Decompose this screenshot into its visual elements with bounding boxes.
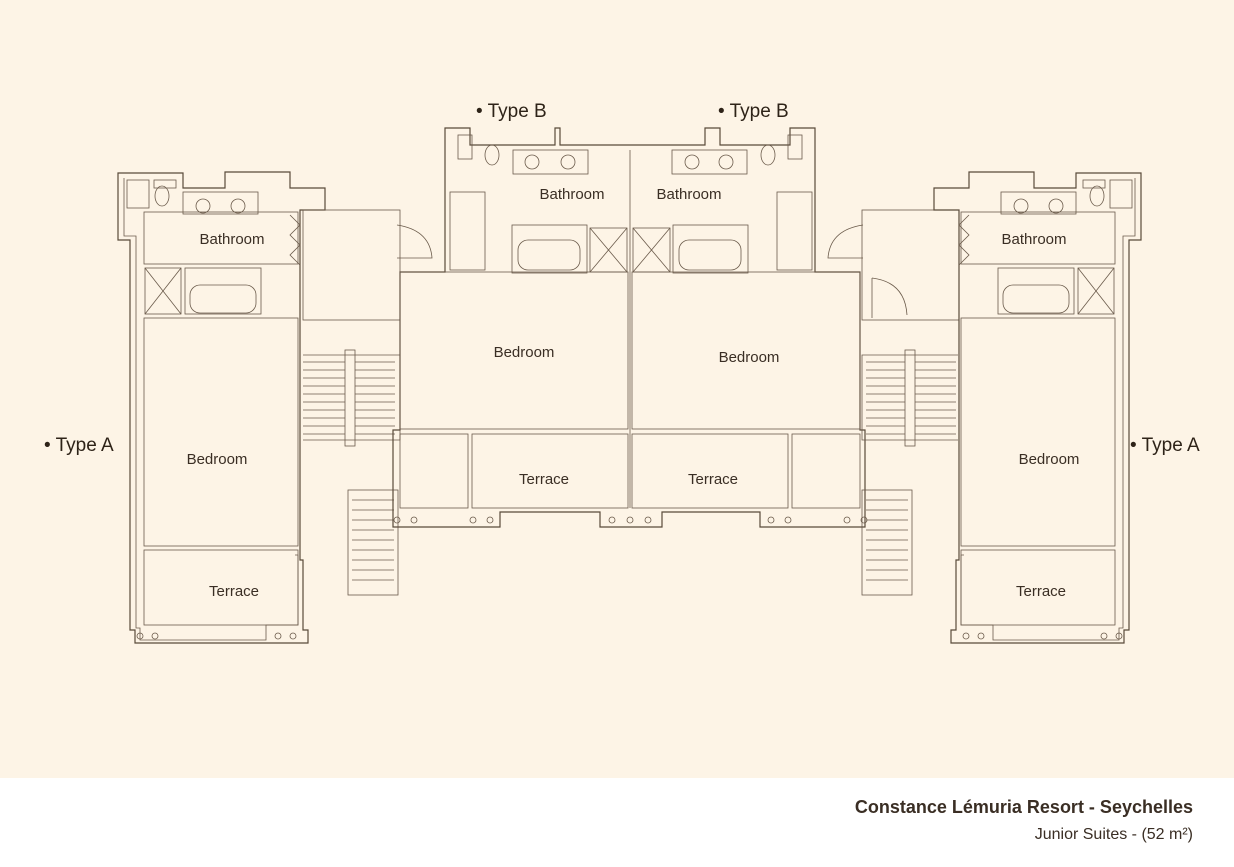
center-right-terrace-room <box>631 433 789 509</box>
left-bathroom-room <box>143 211 299 265</box>
right-bathroom-room <box>960 211 1116 265</box>
right-bedroom-label: Bedroom <box>1019 451 1080 468</box>
left-bedroom-room <box>143 317 299 547</box>
left-terrace-label: Terrace <box>209 583 259 600</box>
center-left-bathroom-label: Bathroom <box>539 186 604 203</box>
center-left-bedroom-label: Bedroom <box>494 344 555 361</box>
left-bathroom-label: Bathroom <box>199 231 264 248</box>
floor-plan-area: Bathroom Bedroom Terrace Bathroom Bathro… <box>0 0 1234 778</box>
center-left-bedroom-room <box>399 271 629 430</box>
type-b-left-label: • Type B <box>476 101 547 122</box>
center-right-bathroom-label: Bathroom <box>656 186 721 203</box>
resort-title: Constance Lémuria Resort - Seychelles <box>854 797 1193 817</box>
suite-subtitle: Junior Suites - (52 m²) <box>1034 826 1193 843</box>
left-terrace-room <box>143 549 299 626</box>
type-b-right-label: • Type B <box>718 101 789 122</box>
right-terrace-room <box>960 549 1116 626</box>
floor-plan-drawing: Bathroom Bedroom Terrace Bathroom Bathro… <box>117 127 1142 644</box>
building-outline <box>117 127 1142 644</box>
type-a-left-label: • Type A <box>44 435 114 456</box>
left-bedroom-label: Bedroom <box>187 451 248 468</box>
center-left-terrace-label: Terrace <box>519 471 569 488</box>
center-right-bedroom-label: Bedroom <box>719 349 780 366</box>
center-right-bedroom-room <box>631 271 861 430</box>
type-a-right-label: • Type A <box>1130 435 1200 456</box>
center-right-terrace-label: Terrace <box>688 471 738 488</box>
right-bedroom-room <box>960 317 1116 547</box>
right-bathroom-label: Bathroom <box>1001 231 1066 248</box>
right-terrace-label: Terrace <box>1016 583 1066 600</box>
center-left-terrace-room <box>471 433 629 509</box>
